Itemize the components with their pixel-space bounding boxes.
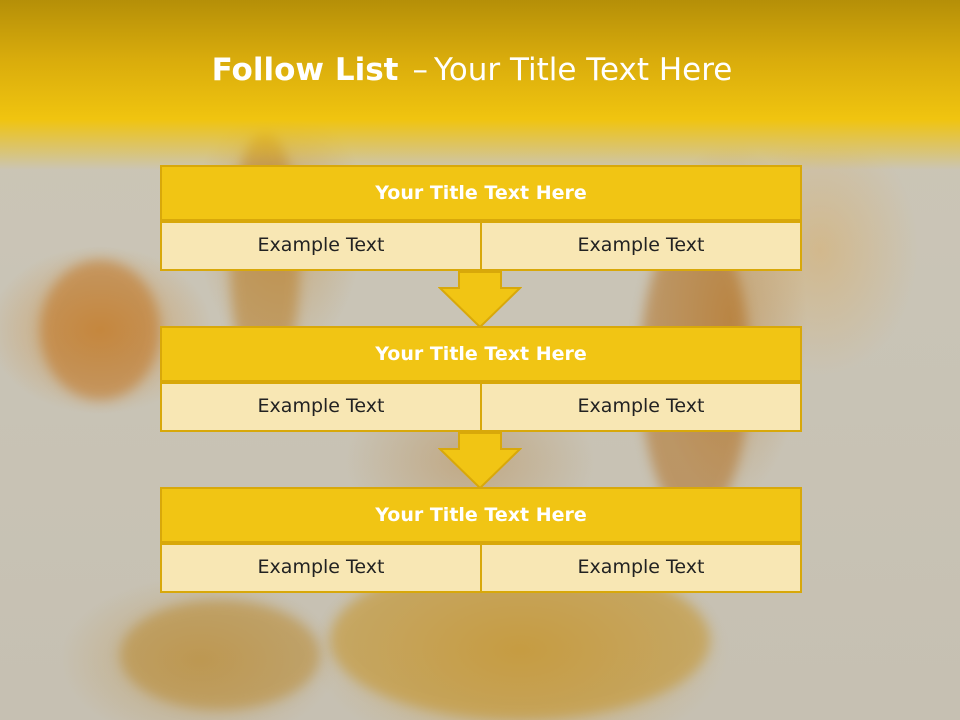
step-cell-left: Example Text (160, 543, 482, 593)
step-title: Your Title Text Here (160, 326, 802, 382)
title-separator: – (412, 52, 428, 88)
step-cell-right: Example Text (482, 543, 802, 593)
down-arrow-icon (438, 432, 522, 490)
step-cells: Example Text Example Text (160, 221, 802, 271)
step-title: Your Title Text Here (160, 487, 802, 543)
header-band (0, 0, 960, 170)
step-cell-left: Example Text (160, 221, 482, 271)
down-arrow-icon (438, 271, 522, 329)
silk-fold (120, 600, 320, 710)
title-rest-part: Your Title Text Here (433, 52, 733, 88)
step-cell-left: Example Text (160, 382, 482, 432)
step-cell-right: Example Text (482, 221, 802, 271)
title-bold-part: Follow List (211, 52, 399, 88)
silk-fold (40, 260, 160, 400)
step-cells: Example Text Example Text (160, 543, 802, 597)
slide-title: Follow List–Your Title Text Here (0, 52, 944, 88)
step-cells: Example Text Example Text (160, 382, 802, 432)
step-cell-right: Example Text (482, 382, 802, 432)
step-title: Your Title Text Here (160, 165, 802, 221)
